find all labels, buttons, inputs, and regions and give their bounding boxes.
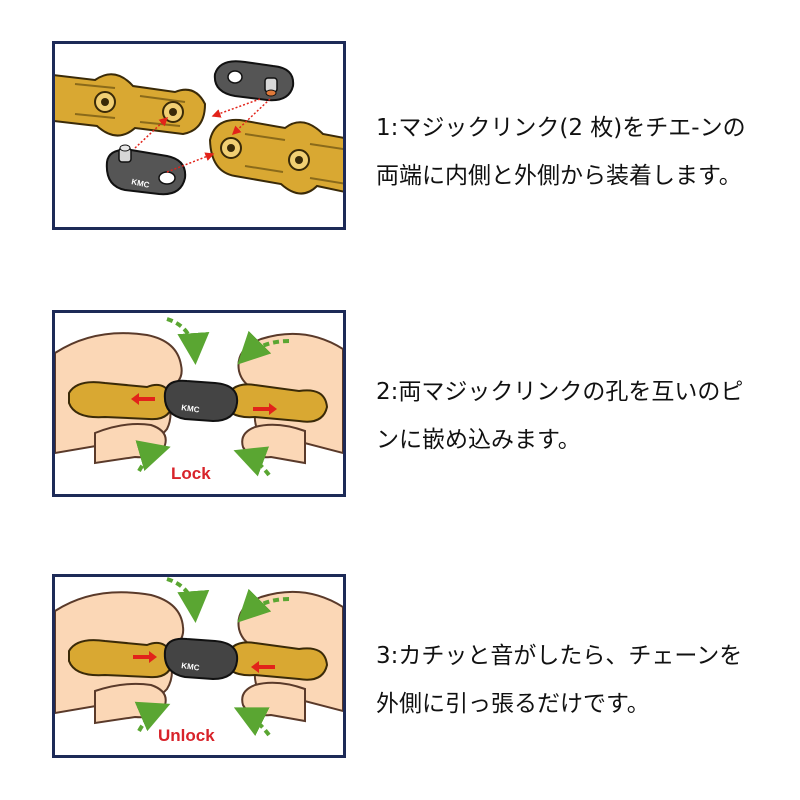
- step-3-instruction: 3:カチッと音がしたら、チェーンを 外側に引っ張るだけです。: [376, 632, 786, 728]
- insertion-guide-arrows: [134, 98, 271, 173]
- step-2-instruction: 2:両マジックリンクの孔を互いのピ ンに嵌め込みます。: [376, 368, 786, 464]
- step-2-line-2: ンに嵌め込みます。: [376, 427, 581, 453]
- lock-diagram: KMC Lock: [55, 317, 343, 483]
- step-2-line-1: 2:両マジックリンクの孔を互いのピ: [376, 379, 744, 405]
- press-arrows: [135, 317, 290, 477]
- pull-arrows: [133, 651, 275, 673]
- master-link-outer-plate: [213, 60, 295, 102]
- press-arrows: [134, 577, 290, 737]
- kmc-brand-label: KMC: [181, 661, 201, 672]
- step-1-instruction: 1:マジックリンク(2 枚)をチエ-ンの 両端に内側と外側から装着します。: [376, 104, 786, 200]
- step-3-line-2: 外側に引っ張るだけです。: [376, 691, 650, 717]
- chain-assembly-diagram: KMC: [55, 60, 343, 196]
- push-arrows: [131, 393, 277, 415]
- step-1-illustration: KMC: [52, 41, 346, 230]
- chain-with-master-link: KMC: [68, 379, 329, 423]
- step-3-line-1: 3:カチッと音がしたら、チェーンを: [376, 643, 743, 669]
- kmc-brand-label: KMC: [131, 177, 151, 190]
- master-link-inner-plate: KMC: [105, 144, 187, 196]
- step-3-illustration: KMC Unlock: [52, 574, 346, 758]
- lock-label: Lock: [171, 464, 211, 483]
- step-2-illustration: KMC Lock: [52, 310, 346, 497]
- chain-with-master-link: KMC: [68, 637, 329, 681]
- right-chain-segment: [208, 118, 343, 195]
- kmc-brand-label: KMC: [181, 403, 201, 414]
- step-1-line-1: 1:マジックリンク(2 枚)をチエ-ンの: [376, 115, 746, 141]
- unlock-diagram: KMC Unlock: [55, 577, 343, 745]
- step-1-line-2: 両端に内側と外側から装着します。: [376, 163, 742, 189]
- unlock-label: Unlock: [158, 726, 215, 745]
- left-chain-segment: [55, 73, 207, 137]
